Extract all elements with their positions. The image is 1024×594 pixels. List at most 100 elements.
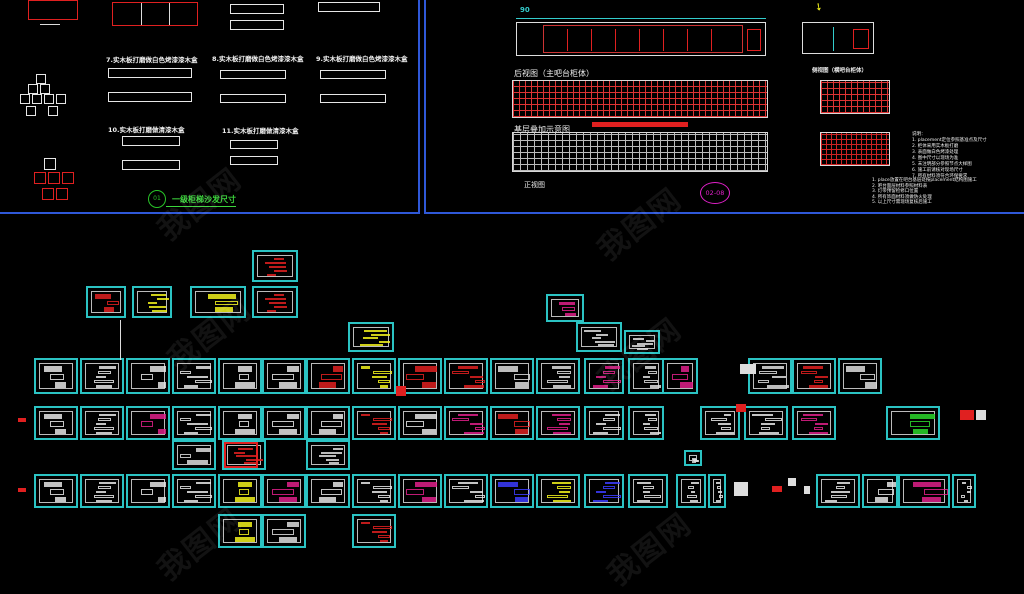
drawing-sheet-thumbnail[interactable]	[792, 358, 836, 394]
drawing-sheet-thumbnail[interactable]	[352, 474, 396, 508]
sheet-code: 02-08	[705, 189, 725, 197]
drawing-sheet-thumbnail[interactable]	[398, 406, 442, 440]
box-drawing-white	[230, 140, 278, 149]
footer-number-badge: 01	[148, 190, 166, 208]
drawing-sheet-thumbnail[interactable]	[86, 286, 126, 318]
drawing-fragment	[772, 486, 782, 492]
drawing-sheet-thumbnail[interactable]	[536, 474, 580, 508]
drawing-sheet-thumbnail[interactable]	[444, 358, 488, 394]
drawing-sheet-thumbnail[interactable]	[628, 474, 668, 508]
footer-title: 一级柜梯沙发尺寸	[172, 195, 236, 204]
drawing-sheet-thumbnail[interactable]	[126, 474, 170, 508]
left-drawing-pane[interactable]: 7.实木板打磨做白色烤漆漆木盒 8.实木板打磨做白色烤漆漆木盒 9.实木板打磨做…	[0, 0, 420, 214]
drawing-sheet-thumbnail[interactable]	[306, 440, 350, 470]
drawing-sheet-thumbnail[interactable]	[536, 358, 580, 394]
drawing-sheet-thumbnail[interactable]	[444, 474, 488, 508]
drawing-sheet-thumbnail[interactable]	[952, 474, 976, 508]
drawing-sheet-thumbnail[interactable]	[792, 406, 836, 440]
box-drawing-white	[108, 68, 192, 78]
drawing-sheet-thumbnail[interactable]	[126, 358, 170, 394]
drawing-sheet-thumbnail[interactable]	[886, 406, 940, 440]
box-drawing-white	[320, 94, 386, 103]
drawing-sheet-thumbnail[interactable]	[624, 330, 660, 354]
drawing-sheet-thumbnail[interactable]	[262, 358, 306, 394]
highlighted-sheet[interactable]	[224, 442, 258, 468]
drawing-sheet-thumbnail[interactable]	[218, 358, 262, 394]
right-drawing-pane[interactable]: 90 ➘ 侧视图（横吧台柜体） 后视图（主吧台柜体） 基层叠加示意图 正视图 0…	[424, 0, 1024, 214]
side-base-grid	[820, 132, 890, 166]
drawing-sheet-thumbnail[interactable]	[34, 406, 78, 440]
drawing-fragment	[396, 386, 406, 396]
drawing-sheet-thumbnail[interactable]	[252, 286, 298, 318]
drawing-fragment	[740, 364, 756, 374]
drawing-sheet-thumbnail[interactable]	[262, 514, 306, 548]
drawing-sheet-thumbnail[interactable]	[352, 514, 396, 548]
drawing-sheet-thumbnail[interactable]	[684, 450, 702, 466]
drawing-sheet-thumbnail[interactable]	[352, 406, 396, 440]
drawing-sheet-thumbnail[interactable]	[218, 474, 262, 508]
drawing-sheet-thumbnail[interactable]	[398, 474, 442, 508]
drawing-sheet-thumbnail[interactable]	[584, 358, 624, 394]
label-item9: 9.实木板打磨做白色烤漆漆木盒	[316, 55, 408, 63]
drawing-sheet-thumbnail[interactable]	[628, 406, 664, 440]
drawing-sheet-thumbnail[interactable]	[816, 474, 860, 508]
drawing-sheet-thumbnail[interactable]	[218, 514, 262, 548]
drawing-sheet-thumbnail[interactable]	[306, 358, 350, 394]
drawing-fragment	[960, 410, 974, 420]
drawing-sheet-thumbnail[interactable]	[700, 406, 740, 440]
drawing-sheet-thumbnail[interactable]	[80, 358, 124, 394]
drawing-sheet-thumbnail[interactable]	[536, 406, 580, 440]
drawing-sheet-thumbnail[interactable]	[744, 406, 788, 440]
drawing-sheet-thumbnail[interactable]	[490, 358, 534, 394]
drawing-sheet-thumbnail[interactable]	[262, 474, 306, 508]
drawing-sheet-thumbnail[interactable]	[34, 358, 78, 394]
side-view-grid	[820, 80, 890, 114]
drawing-sheet-thumbnail[interactable]	[132, 286, 172, 318]
drawing-sheet-thumbnail[interactable]	[126, 406, 170, 440]
sheet-overview-canvas[interactable]	[0, 216, 1024, 572]
drawing-sheet-thumbnail[interactable]	[306, 406, 350, 440]
drawing-sheet-thumbnail[interactable]	[708, 474, 726, 508]
drawing-sheet-thumbnail[interactable]	[262, 406, 306, 440]
drawing-sheet-thumbnail[interactable]	[662, 358, 698, 394]
drawing-sheet-thumbnail[interactable]	[628, 358, 664, 394]
box-drawing-white	[230, 4, 284, 14]
drawing-sheet-thumbnail[interactable]	[352, 358, 396, 394]
drawing-sheet-thumbnail[interactable]	[584, 406, 624, 440]
drawing-sheet-thumbnail[interactable]	[676, 474, 706, 508]
connector-line	[120, 320, 121, 360]
drawing-sheet-thumbnail[interactable]	[34, 474, 78, 508]
drawing-sheet-thumbnail[interactable]	[222, 440, 266, 470]
box-drawing-white	[230, 20, 284, 30]
drawing-sheet-thumbnail[interactable]	[898, 474, 950, 508]
drawing-sheet-thumbnail[interactable]	[584, 474, 624, 508]
note-line: 说明：	[912, 132, 926, 137]
drawing-sheet-thumbnail[interactable]	[80, 474, 124, 508]
drawing-sheet-thumbnail[interactable]	[172, 406, 216, 440]
drawing-sheet-thumbnail[interactable]	[172, 358, 216, 394]
drawing-sheet-thumbnail[interactable]	[546, 294, 584, 322]
label-item8: 8.实木板打磨做白色烤漆漆木盒	[212, 55, 304, 63]
drawing-sheet-thumbnail[interactable]	[862, 474, 898, 508]
drawing-fragment	[734, 482, 748, 496]
note-line: 2. 吧台面层材料参照材料表	[872, 183, 928, 189]
drawing-sheet-thumbnail[interactable]	[576, 322, 622, 352]
note-line: 3. 表面做白色烤漆处理	[912, 150, 959, 155]
drawing-sheet-thumbnail[interactable]	[218, 406, 262, 440]
drawing-sheet-thumbnail[interactable]	[190, 286, 246, 318]
drawing-sheet-thumbnail[interactable]	[252, 250, 298, 282]
stacked-box-diagram	[18, 74, 70, 122]
drawing-sheet-thumbnail[interactable]	[348, 322, 394, 352]
drawing-sheet-thumbnail[interactable]	[172, 474, 216, 508]
drawing-sheet-thumbnail[interactable]	[444, 406, 488, 440]
box-drawing-white	[320, 70, 386, 79]
back-view-grid	[512, 80, 768, 118]
base-view-grid	[512, 132, 768, 172]
drawing-sheet-thumbnail[interactable]	[490, 406, 534, 440]
drawing-sheet-thumbnail[interactable]	[306, 474, 350, 508]
note-line: 3. 灯带预留检修口位置	[872, 189, 919, 194]
drawing-sheet-thumbnail[interactable]	[172, 440, 216, 470]
drawing-sheet-thumbnail[interactable]	[838, 358, 882, 394]
drawing-sheet-thumbnail[interactable]	[80, 406, 124, 440]
drawing-sheet-thumbnail[interactable]	[490, 474, 534, 508]
